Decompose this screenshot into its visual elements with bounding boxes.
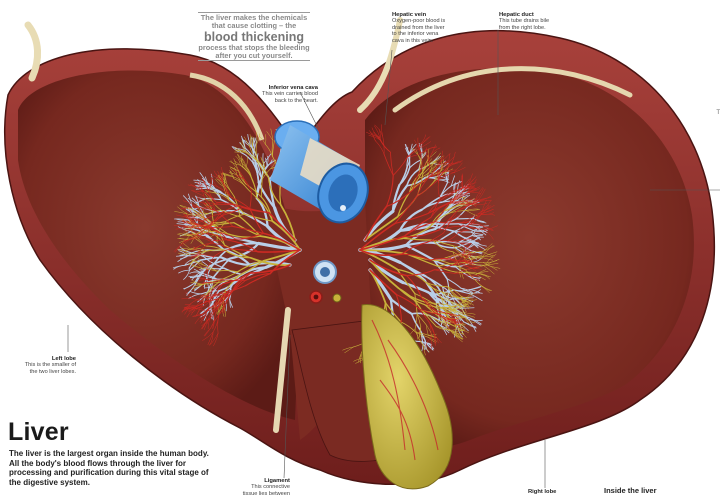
callout-rule-bottom [198,60,310,61]
label-title: Inferior vena cava [268,85,318,91]
label-left-lobe: Left lobe This is the smaller of the two… [10,356,76,375]
label-hepatic-vein: Hepatic vein Oxygen-poor blood is draine… [392,12,482,44]
callout-line-3: process that stops the bleeding [198,43,310,52]
label-text: from the right lobe. [499,24,546,31]
cropped-edge-text: T [716,110,720,116]
label-text: to the inferior vena [392,31,439,38]
label-text: This is the smaller of [24,362,76,369]
callout-rule [198,12,310,13]
label-text: drained from the liver [392,24,445,31]
ligament-band [273,307,291,433]
label-ligament: Ligament This connective tissue lies bet… [232,478,290,497]
callout-highlight: blood thickening [204,30,304,44]
label-right-lobe: Right lobe [528,489,568,495]
page-title: Liver [8,418,69,446]
label-text: This tube drains bile [499,18,550,25]
label-title: Right lobe [528,489,557,495]
label-text: cava in this vein. [392,37,434,44]
label-text: Oxygen-poor blood is [392,18,446,25]
label-inferior-vena-cava: Inferior vena cava This vein carries blo… [252,85,318,104]
section-label: Inside the liver [604,486,657,495]
left-lobe-cut [18,70,300,420]
label-title: Hepatic duct [499,12,534,18]
callout-line-2: that cause clotting – the [211,21,297,30]
label-title: Left lobe [51,356,76,362]
label-text: tissue lies between [242,490,290,497]
label-hepatic-duct: Hepatic duct This tube drains bile from … [499,12,579,31]
label-text: This connective [251,484,290,491]
label-text: back to the heart. [274,97,318,104]
label-title: Hepatic vein [392,12,427,18]
inferior-vena-cava [270,120,369,224]
label-title: Ligament [264,478,290,484]
gallbladder [361,304,453,490]
callout-line-1: The liver makes the chemicals [200,13,308,22]
intro-text: The liver is the largest organ inside th… [9,449,209,487]
label-text: the two liver lobes. [29,368,76,375]
label-text: This vein carries blood [262,91,318,98]
callout-line-4: after you cut yourself. [215,51,293,60]
clotting-callout: The liver makes the chemicals that cause… [198,12,310,62]
